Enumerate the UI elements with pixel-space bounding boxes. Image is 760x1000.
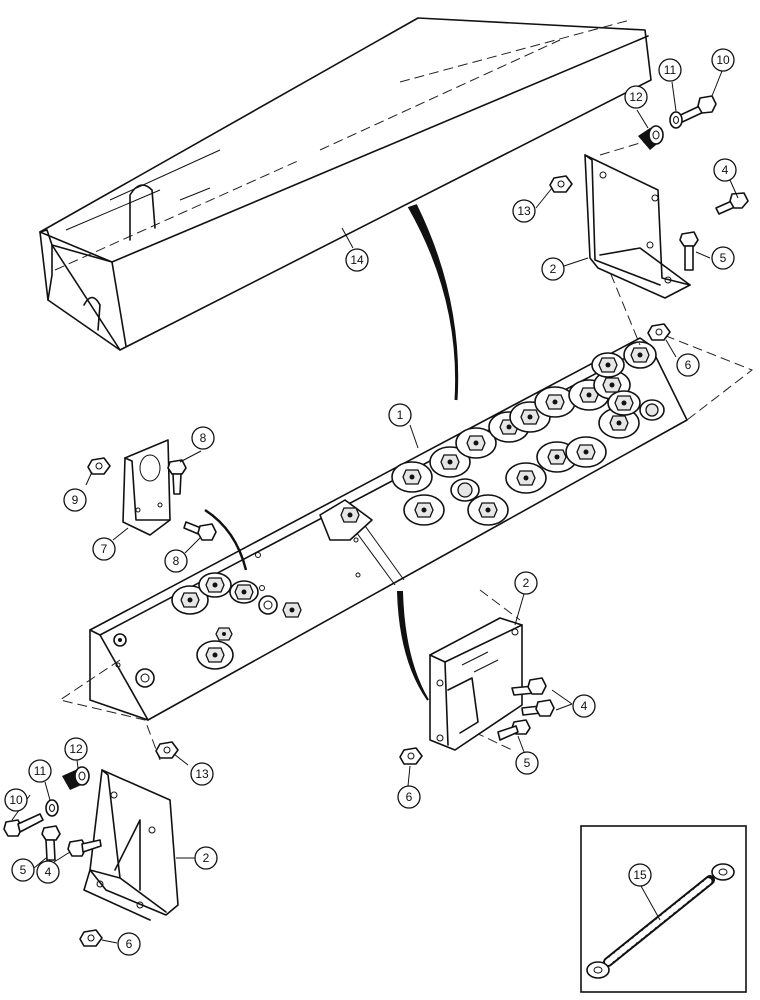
frame-rail [39, 17, 652, 351]
terminal-row-lower [403, 390, 665, 526]
callout-leaders [11, 70, 739, 944]
inset-ground-strap [580, 825, 747, 993]
callout-8-lower: 8 [164, 549, 188, 573]
terminal-row-left [113, 572, 302, 688]
bolt-5-top [679, 231, 699, 271]
callout-6-top: 6 [676, 353, 700, 377]
svg-text:6: 6 [126, 937, 133, 951]
grommet-12-top [638, 125, 664, 150]
callout-5-bottom: 5 [11, 858, 35, 882]
svg-text:4: 4 [722, 163, 729, 177]
svg-text:13: 13 [517, 204, 531, 218]
callout-2-middle: 2 [514, 571, 538, 595]
callout-6-bottom: 6 [117, 932, 141, 956]
nut-13-top [549, 175, 573, 193]
bracket-middle [429, 617, 523, 751]
svg-text:5: 5 [720, 251, 727, 265]
bolt-4-middle-b [521, 699, 555, 717]
svg-text:8: 8 [200, 431, 207, 445]
nut-6-middle [399, 747, 423, 765]
svg-text:2: 2 [523, 576, 530, 590]
callout-7: 7 [92, 537, 116, 561]
svg-text:11: 11 [664, 63, 677, 77]
callout-8-upper: 8 [191, 426, 215, 450]
callout-12-bottom: 12 [64, 737, 88, 761]
callout-11-top: 11 [658, 58, 682, 82]
svg-text:7: 7 [101, 542, 108, 556]
bracket-top-right [584, 154, 691, 299]
callout-4-middle: 4 [572, 694, 596, 718]
bolt-10-bottom [3, 813, 44, 837]
hardware [3, 95, 749, 947]
svg-text:13: 13 [195, 767, 209, 781]
callout-15: 15 [628, 863, 652, 887]
svg-text:14: 14 [350, 253, 364, 267]
callout-5-top: 5 [711, 246, 735, 270]
callout-4-top: 4 [713, 158, 737, 182]
svg-text:6: 6 [406, 790, 413, 804]
svg-text:8: 8 [173, 554, 180, 568]
bus-bar-assembly [89, 337, 688, 721]
nut-9 [87, 457, 111, 475]
nut-6-top [647, 323, 671, 341]
bolt-8-upper [167, 459, 187, 495]
bracket-left-small [122, 439, 171, 536]
callout-13-top: 13 [512, 199, 536, 223]
svg-text:15: 15 [633, 868, 647, 882]
washer-11-bottom [45, 799, 59, 817]
svg-text:12: 12 [629, 90, 643, 104]
svg-text:9: 9 [72, 493, 79, 507]
callout-11-bottom: 11 [28, 759, 52, 783]
callout-5-middle: 5 [515, 751, 539, 775]
svg-text:10: 10 [716, 53, 730, 67]
callout-2-bottom: 2 [194, 846, 218, 870]
callout-13-bottom: 13 [190, 762, 214, 786]
svg-text:1: 1 [397, 408, 404, 422]
bolt-5-bottom [41, 825, 61, 861]
svg-text:4: 4 [581, 699, 588, 713]
callout-14: 14 [345, 248, 369, 272]
callout-2-top: 2 [541, 257, 565, 281]
svg-text:5: 5 [20, 863, 27, 877]
grommet-12-bottom [62, 766, 90, 790]
svg-text:4: 4 [45, 865, 52, 879]
terminal-row-upper [391, 341, 657, 493]
terminal-middle [319, 499, 373, 541]
callouts: 1 2 2 2 4 4 4 5 5 5 6 6 6 7 8 8 9 10 10 … [4, 48, 737, 956]
leader-curve-right [396, 591, 429, 701]
nut-13-bottom [155, 741, 179, 759]
washer-11-top [669, 111, 683, 129]
svg-text:10: 10 [9, 793, 23, 807]
svg-text:12: 12 [69, 742, 83, 756]
callout-12-top: 12 [624, 85, 648, 109]
bolt-4-bottom [67, 839, 102, 857]
bolt-4-middle-a [511, 677, 547, 696]
svg-text:11: 11 [34, 764, 47, 778]
bolt-4-top [715, 192, 749, 215]
bolt-8-lower [183, 521, 217, 541]
leader-curve-left [204, 508, 248, 571]
bracket-bottom-left [83, 769, 179, 921]
callout-10-top: 10 [711, 48, 735, 72]
leader-curve-top [407, 204, 459, 401]
nut-6-bottom [79, 929, 103, 947]
svg-text:2: 2 [203, 851, 210, 865]
svg-text:2: 2 [550, 262, 557, 276]
callout-1: 1 [388, 403, 412, 427]
callout-9: 9 [63, 488, 87, 512]
callout-4-bottom: 4 [36, 860, 60, 884]
svg-text:5: 5 [524, 756, 531, 770]
callout-6-middle: 6 [397, 785, 421, 809]
callout-10-bottom: 10 [4, 788, 28, 812]
bolt-5-middle [497, 719, 531, 741]
svg-text:6: 6 [685, 358, 692, 372]
